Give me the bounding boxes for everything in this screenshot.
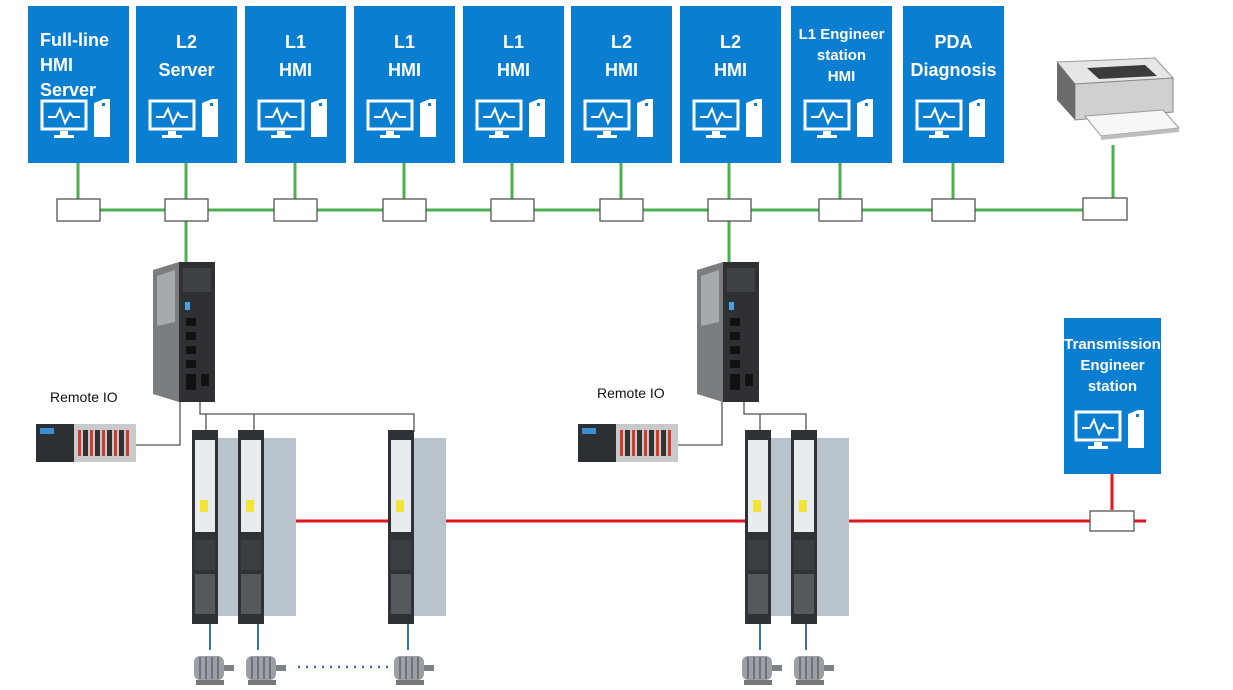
monitor-chart-icon [583, 99, 653, 138]
monitor-chart-icon [475, 99, 545, 138]
drive-unit-icon [238, 430, 296, 624]
control-wires-right [677, 400, 807, 446]
node-l1-engineer-station-hmi[interactable]: L1 Engineer station HMI [791, 6, 892, 163]
node-label: Full-line HMI Server [40, 30, 109, 100]
monitor-chart-icon [40, 99, 110, 138]
controller-cpu-icon [697, 262, 759, 402]
node-transmission-engineer-station[interactable]: Transmission Engineer station [1064, 318, 1161, 474]
drive-unit-icon [791, 430, 849, 624]
node-l2-server[interactable]: L2 Server [136, 6, 237, 163]
motor-icon [742, 656, 782, 685]
node-label: PDA Diagnosis [910, 32, 997, 80]
node-label: L2 HMI [605, 32, 638, 80]
node-l2-hmi-1[interactable]: L2 HMI [571, 6, 672, 163]
node-l1-hmi-1[interactable]: L1 HMI [245, 6, 346, 163]
node-pda-diagnosis[interactable]: PDA Diagnosis [903, 6, 1004, 163]
motor-icon [394, 656, 434, 685]
control-wires-left [135, 400, 415, 446]
printer-icon [1055, 57, 1181, 140]
remote-io-module-icon [36, 424, 136, 462]
motor-wires [209, 624, 807, 650]
drive-bus-switch [1089, 510, 1135, 532]
drive-unit-icon [388, 430, 446, 624]
monitor-chart-icon [915, 99, 985, 138]
drive-unit-icon [192, 430, 250, 624]
node-full-line-hmi-server[interactable]: Full-line HMI Server [28, 6, 129, 163]
node-label: L2 Server [158, 32, 215, 80]
node-l2-hmi-2[interactable]: L2 HMI [680, 6, 781, 163]
node-label: Transmission Engineer station [1064, 336, 1161, 395]
remote-io-label-right: Remote IO [597, 385, 665, 401]
monitor-chart-icon [257, 99, 327, 138]
motor-icon [246, 656, 286, 685]
node-label: L1 HMI [388, 32, 421, 80]
controller-cpu-icon [153, 262, 215, 402]
node-l1-hmi-2[interactable]: L1 HMI [354, 6, 455, 163]
ethernet-drops [76, 145, 1115, 262]
monitor-chart-icon [1074, 410, 1144, 449]
network-switches [56, 197, 1128, 222]
motor-icon [794, 656, 834, 685]
node-l1-hmi-3[interactable]: L1 HMI [463, 6, 564, 163]
remote-io-label-left: Remote IO [50, 389, 118, 405]
remote-io-module-icon [578, 424, 678, 462]
node-label: L1 Engineer station HMI [798, 26, 885, 85]
node-label: L2 HMI [714, 32, 747, 80]
motor-icon [194, 656, 234, 685]
monitor-chart-icon [148, 99, 218, 138]
monitor-chart-icon [366, 99, 436, 138]
node-label: L1 HMI [497, 32, 530, 80]
monitor-chart-icon [692, 99, 762, 138]
monitor-chart-icon [803, 99, 873, 138]
node-label: L1 HMI [279, 32, 312, 80]
